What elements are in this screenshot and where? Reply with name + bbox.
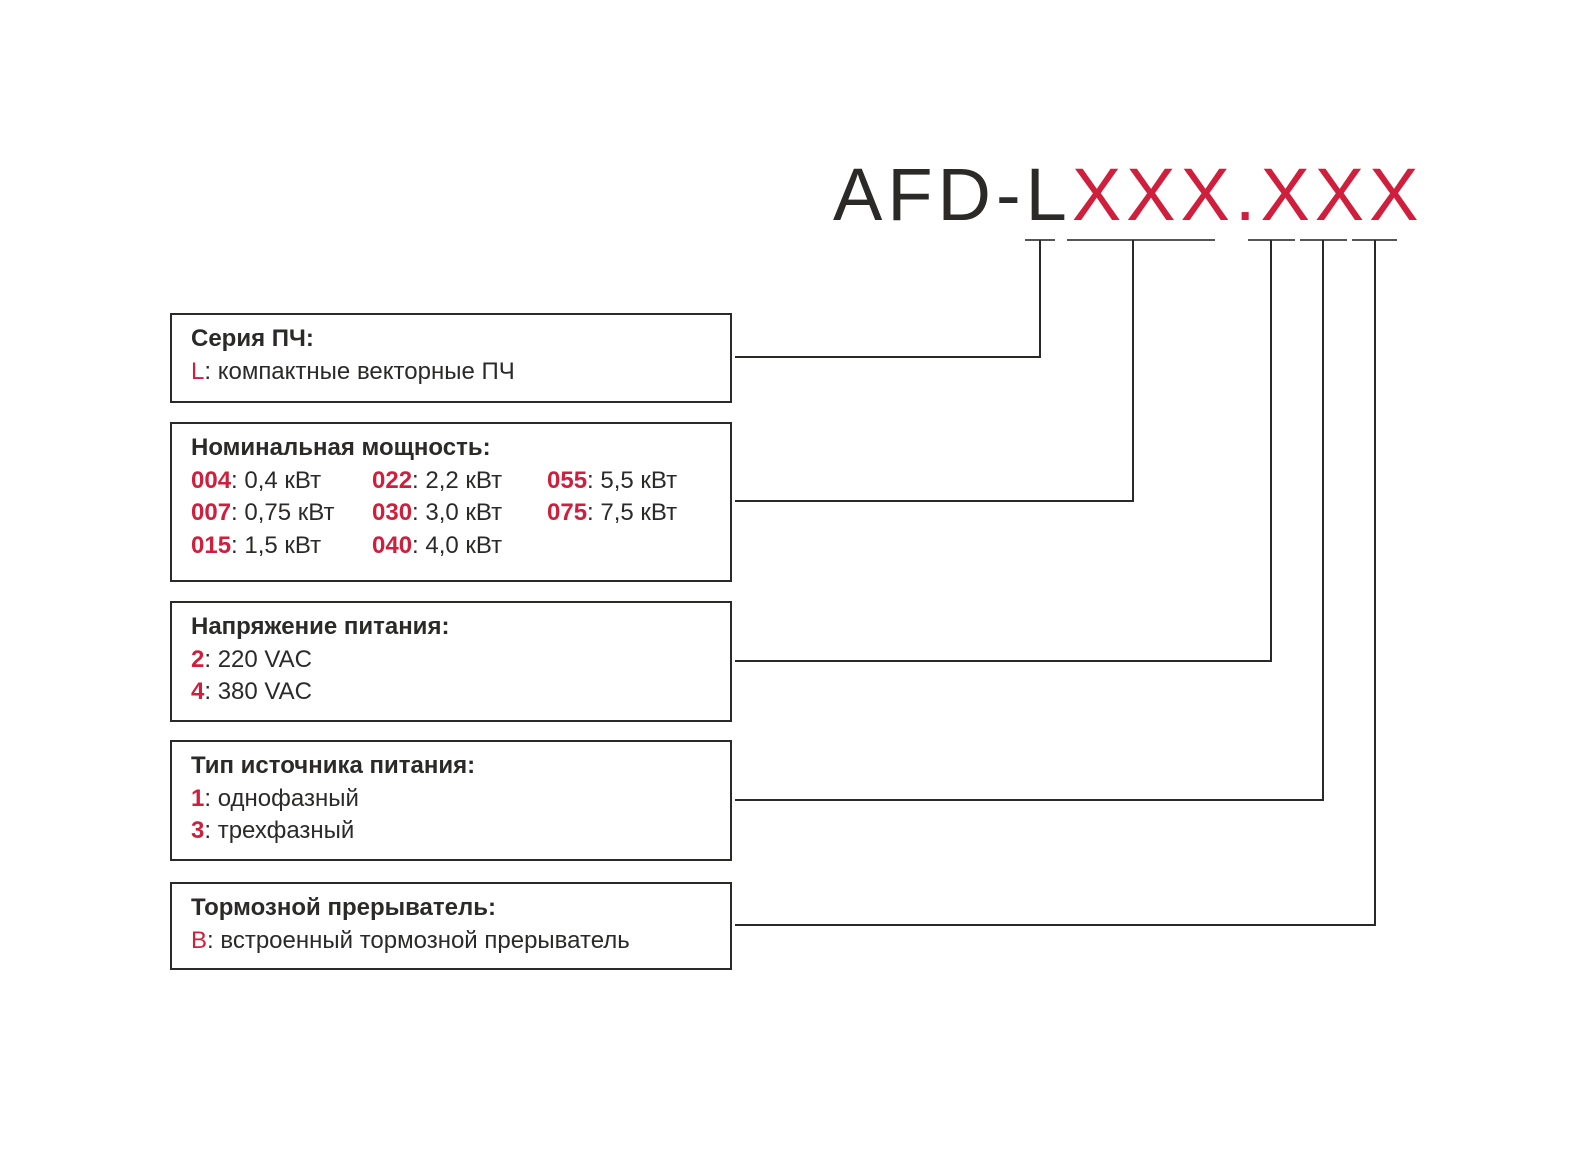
brake-item: B: встроенный тормозной прерыватель bbox=[191, 926, 630, 954]
brake-box: Тормозной прерыватель: B: встроенный тор… bbox=[170, 882, 732, 970]
power-heading: Номинальная мощность: bbox=[191, 434, 491, 461]
power-item: 055: 5,5 кВт bbox=[547, 466, 678, 494]
connector-series bbox=[735, 240, 1041, 358]
series-heading: Серия ПЧ: bbox=[191, 325, 314, 352]
voltage-heading: Напряжение питания: bbox=[191, 613, 450, 640]
connector-voltage bbox=[735, 240, 1272, 662]
model-code-title: AFD-LXXX.XXX bbox=[833, 150, 1424, 240]
phase-item: 3: трехфазный bbox=[191, 817, 355, 844]
power-item: 075: 7,5 кВт bbox=[547, 499, 678, 526]
power-item: 022: 2,2 кВт bbox=[372, 466, 503, 494]
phase-heading: Тип источника питания: bbox=[191, 752, 476, 779]
power-grid: 004: 0,4 кВт 022: 2,2 кВт 055: 5,5 кВт 0… bbox=[191, 465, 730, 563]
connector-phase bbox=[735, 240, 1324, 801]
voltage-item: 4: 380 VAC bbox=[191, 678, 312, 705]
phase-item: 1: однофазный bbox=[191, 784, 359, 812]
series-item: L: компактные векторные ПЧ bbox=[191, 357, 515, 385]
power-box: Номинальная мощность: 004: 0,4 кВт 022: … bbox=[170, 422, 732, 582]
model-dot: . bbox=[1234, 153, 1261, 236]
voltage-box: Напряжение питания: 2: 220 VAC 4: 380 VA… bbox=[170, 601, 732, 722]
voltage-item: 2: 220 VAC bbox=[191, 645, 312, 673]
series-box: Серия ПЧ: L: компактные векторные ПЧ bbox=[170, 313, 732, 403]
power-item: 030: 3,0 кВт bbox=[372, 499, 503, 526]
model-options-placeholder: XXX bbox=[1260, 153, 1424, 236]
phase-box: Тип источника питания: 1: однофазный 3: … bbox=[170, 740, 732, 861]
brake-heading: Тормозной прерыватель: bbox=[191, 894, 496, 921]
connector-brake bbox=[735, 240, 1376, 926]
model-power-placeholder: XXX bbox=[1071, 153, 1235, 236]
connector-power bbox=[735, 240, 1134, 502]
power-item: 040: 4,0 кВт bbox=[372, 531, 503, 559]
model-prefix: AFD-L bbox=[833, 153, 1072, 236]
power-item: 007: 0,75 кВт bbox=[191, 499, 335, 526]
power-item: 015: 1,5 кВт bbox=[191, 531, 322, 559]
power-item: 004: 0,4 кВт bbox=[191, 466, 322, 494]
